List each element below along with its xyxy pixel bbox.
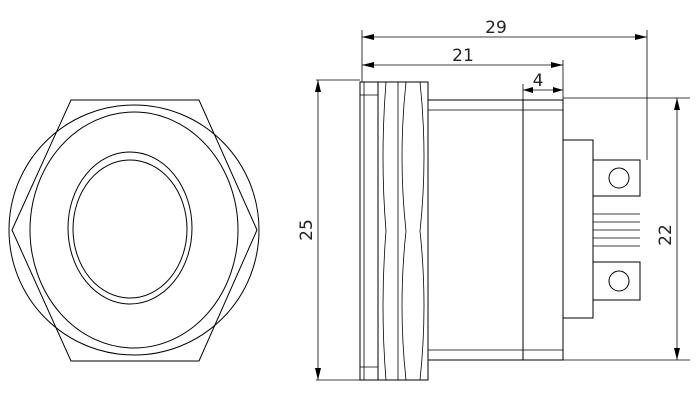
dim-body-length-label: 21 — [452, 46, 474, 66]
dimension-lines — [315, 30, 690, 381]
terminal-lower — [592, 261, 641, 301]
terminal-upper — [592, 159, 641, 197]
nut-facet-right — [419, 81, 425, 381]
nut-facet-mid — [401, 81, 407, 381]
terminal-base — [562, 139, 594, 319]
outer-bezel-ring — [8, 104, 260, 356]
lens-outer-ring — [67, 151, 193, 305]
housing-body — [427, 99, 564, 361]
hex-nut-outline — [11, 99, 258, 362]
bezel-inner-edge — [29, 111, 239, 349]
dim-overall-length-label: 29 — [485, 18, 507, 38]
lens-inner-ring — [72, 159, 188, 299]
terminal-upper-hole — [608, 167, 630, 189]
front-view — [8, 99, 260, 362]
nut-facet-left — [382, 81, 387, 381]
bezel-flange — [359, 81, 379, 381]
dim-terminal-offset-label: 4 — [533, 71, 544, 91]
terminal-lower-hole — [608, 270, 630, 292]
dim-bezel-diameter-label: 25 — [297, 219, 317, 241]
dim-body-diameter-label: 22 — [656, 224, 676, 246]
side-view — [359, 81, 641, 381]
